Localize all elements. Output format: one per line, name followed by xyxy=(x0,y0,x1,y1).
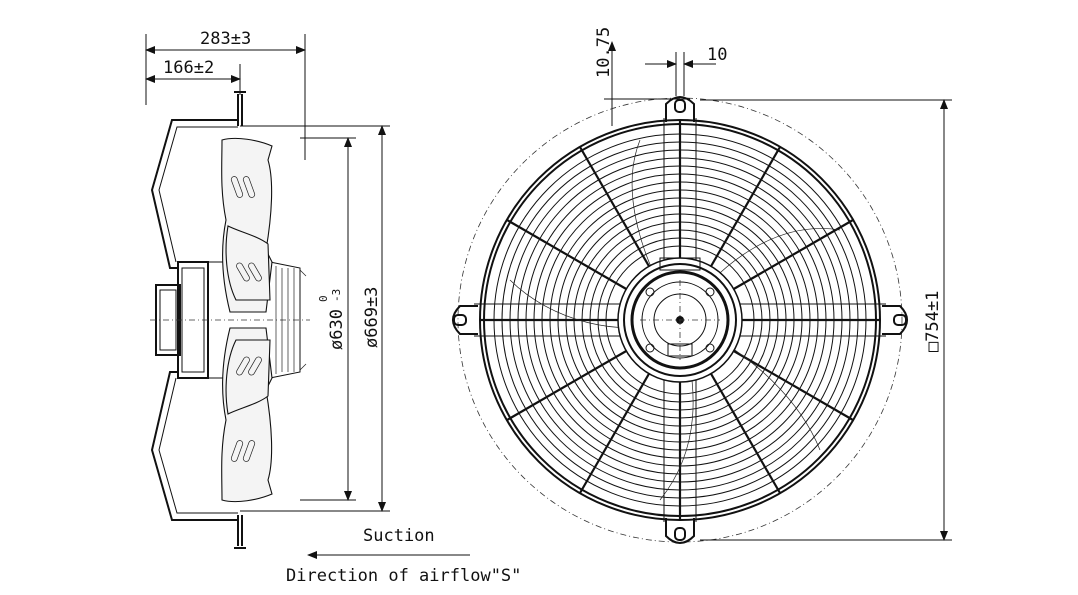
blade-diameter-label: ø630 xyxy=(327,309,347,350)
dimension-slot-width: 10 xyxy=(645,45,727,96)
lower-blade xyxy=(221,327,273,503)
airflow-direction-label: Direction of airflow"S" xyxy=(286,566,521,586)
blade-diameter-tol-lower: -3 xyxy=(330,289,343,302)
blade-diameter-tol-upper: 0 xyxy=(317,295,330,302)
guard-grille xyxy=(479,119,881,521)
side-view: 283±3 166±2 xyxy=(145,29,521,586)
upper-blade xyxy=(221,137,273,313)
total-depth-label: 283±3 xyxy=(200,29,251,49)
slot-height-label: 10.75 xyxy=(594,27,614,78)
dimension-motor-depth: 166±2 xyxy=(145,58,241,95)
motor-hub xyxy=(617,257,743,383)
dimension-guard-diameter: ø669±3 xyxy=(240,125,390,512)
motor-depth-label: 166±2 xyxy=(163,58,214,78)
dimension-blade-diameter: ø630 0 -3 xyxy=(300,137,356,501)
airflow-annotation: Suction Direction of airflow"S" xyxy=(286,526,521,586)
dimension-slot-height: 10.75 xyxy=(594,27,690,126)
dimension-square-size: □754±1 xyxy=(700,99,952,541)
suction-label: Suction xyxy=(363,526,435,546)
guard-diameter-label: ø669±3 xyxy=(362,287,382,348)
front-view: 10.75 10 xyxy=(452,27,952,544)
slot-width-label: 10 xyxy=(707,45,727,65)
guard-bracket xyxy=(150,119,238,521)
dimension-total-depth: 283±3 xyxy=(145,29,306,160)
square-size-label: □754±1 xyxy=(923,291,943,352)
